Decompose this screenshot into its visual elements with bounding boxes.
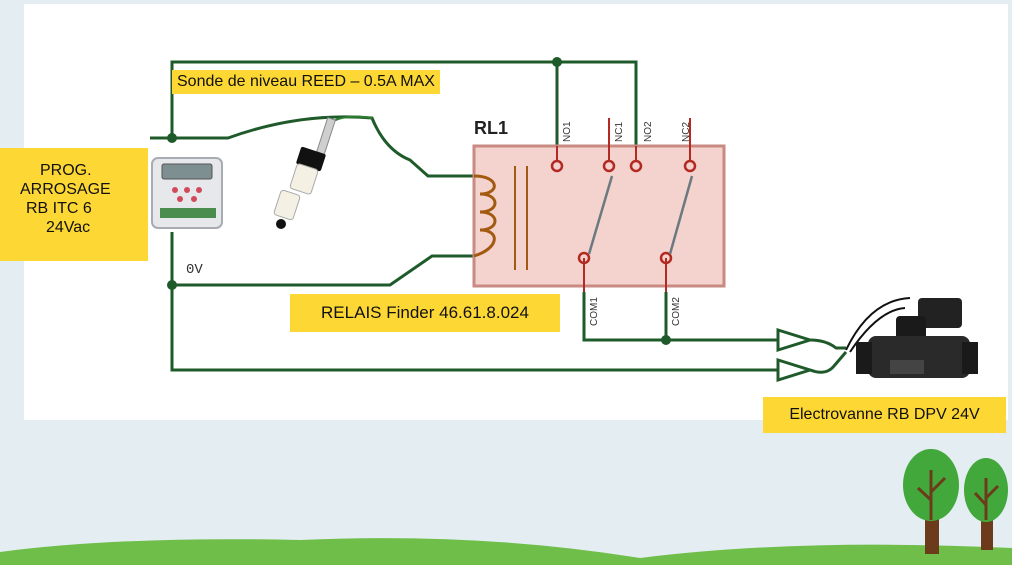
switch-arm-2 (668, 175, 694, 255)
probe-label: Sonde de niveau REED – 0.5A MAX (172, 70, 440, 94)
controller-label-line: RB ITC 6 (26, 200, 92, 217)
controller-label: PROG. ARROSAGE RB ITC 6 24Vac (0, 148, 148, 261)
pin-label-no1: NO1 (562, 121, 573, 142)
wire-prog-bottom (170, 232, 778, 372)
junction-dots (167, 57, 671, 345)
wire-top-bus (170, 60, 638, 152)
controller-label-line: ARROSAGE (20, 181, 111, 198)
pin-label-nc1: NC1 (614, 121, 625, 142)
connector-arrow (776, 357, 816, 383)
grass-ground (0, 538, 1012, 565)
valve-connectors (776, 327, 848, 383)
solenoid-valve-icon (845, 297, 978, 378)
valve-label: Electrovanne RB DPV 24V (763, 397, 1006, 433)
junction-dot (167, 280, 177, 290)
wire-com (582, 292, 778, 342)
pin-label-com1: COM1 (589, 297, 600, 326)
level-probe-icon (273, 115, 373, 229)
junction-dot (167, 133, 177, 143)
pin-label-nc2: NC2 (681, 121, 692, 142)
switch-arm-1 (587, 175, 614, 255)
tree-icon (964, 458, 1008, 550)
relay-name: RL1 (474, 118, 509, 138)
pin-label-com2: COM2 (671, 297, 682, 326)
controller-label-line: 24Vac (46, 219, 91, 236)
pin-label-no2: NO2 (643, 121, 654, 142)
zero-volt-label: 0V (186, 262, 203, 278)
relay-rl1 (472, 118, 726, 292)
wires (150, 60, 778, 372)
tree-icon (903, 449, 959, 554)
connector-arrow (776, 327, 816, 353)
irrigation-controller-icon (151, 157, 223, 229)
relay-label: RELAIS Finder 46.61.8.024 (290, 294, 560, 332)
controller-label-line: PROG. (40, 162, 92, 179)
junction-dot (552, 57, 562, 67)
junction-dot (661, 335, 671, 345)
wire-zero-v (172, 254, 474, 287)
relay-coil (473, 174, 497, 258)
